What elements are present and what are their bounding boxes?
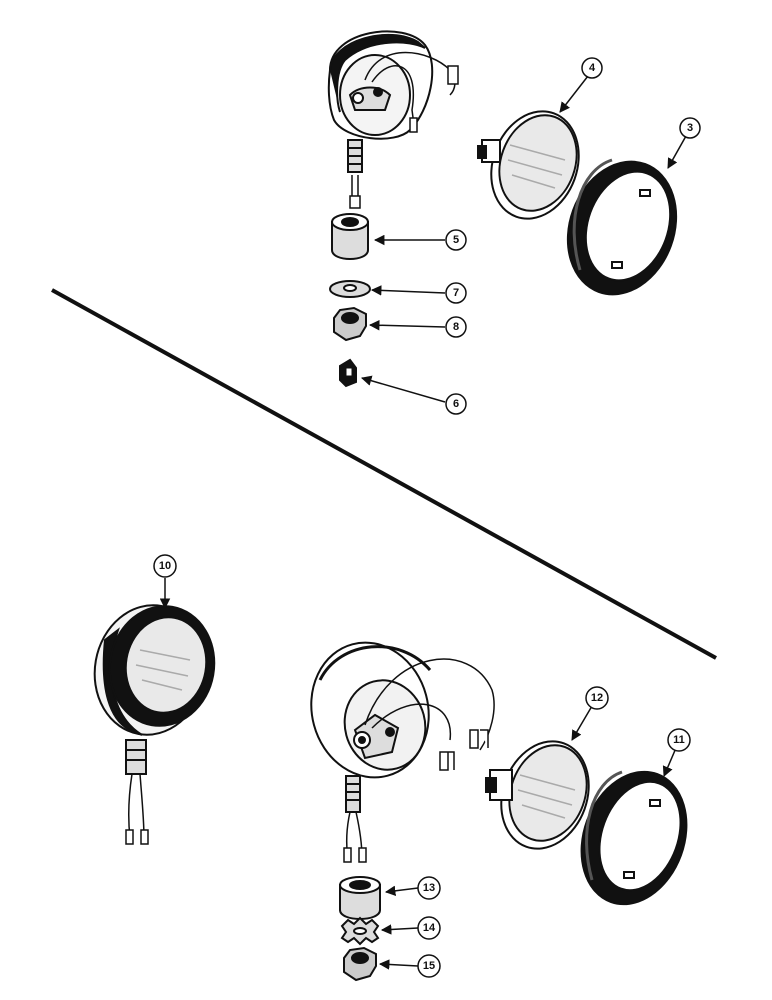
callout-circle-15: [417, 954, 441, 978]
spacer-13: [339, 876, 381, 920]
top-retaining-ring: [566, 158, 678, 296]
callout-label-12: 12: [591, 692, 603, 704]
callout-label-14: 14: [423, 922, 436, 934]
callout-circle-11: [667, 728, 691, 752]
callout-circle-5: [445, 229, 467, 251]
washer-7: [329, 280, 371, 298]
leader-line-13: [384, 885, 419, 897]
callout-label-3: 3: [687, 122, 693, 134]
callout-circle-14: [417, 916, 441, 940]
leader-line-7: [370, 285, 446, 296]
callout-label-7: 7: [453, 287, 459, 299]
callout-layer: [153, 57, 701, 978]
bottom-retaining-ring: [580, 770, 688, 906]
connector-6: [339, 358, 357, 388]
callout-label-5: 5: [453, 234, 459, 246]
callout-circle-13: [417, 876, 441, 900]
nut-15: [343, 946, 377, 982]
leader-line-8: [368, 320, 446, 331]
callout-label-6: 6: [453, 398, 459, 410]
leader-line-12: [571, 705, 593, 741]
callout-label-4: 4: [589, 62, 596, 74]
spacer-5: [331, 213, 369, 260]
callout-labels: 4 3 5 7 8 6 10 12 11 13 14 15: [159, 62, 693, 972]
callout-label-8: 8: [453, 321, 459, 333]
callout-circle-7: [445, 282, 467, 304]
leader-line-11: [662, 747, 677, 777]
leader-line-4: [559, 75, 589, 113]
leader-line-3: [667, 135, 687, 169]
callout-circle-8: [445, 316, 467, 338]
bottom-sealed-beam-lamp: [485, 740, 590, 850]
top-sealed-beam-lamp: [477, 110, 580, 220]
callout-circle-10: [153, 554, 177, 578]
separator-line: [51, 288, 717, 660]
callout-label-13: 13: [423, 882, 435, 894]
bottom-lamp-housing: [310, 641, 495, 863]
nut-8: [333, 306, 367, 342]
callout-label-11: 11: [673, 734, 685, 746]
callout-circle-6: [445, 393, 467, 415]
assembled-work-lamp: [93, 604, 216, 845]
callout-circle-12: [585, 686, 609, 710]
lock-washer-14: [340, 916, 380, 946]
leader-line-6: [360, 375, 446, 403]
leader-line-15: [378, 959, 419, 970]
top-lamp-housing: [327, 30, 459, 209]
leader-line-14: [380, 924, 419, 935]
callout-circle-3: [679, 117, 701, 139]
callout-circle-4: [581, 57, 603, 79]
callout-label-10: 10: [159, 560, 171, 572]
callout-label-15: 15: [423, 960, 435, 972]
